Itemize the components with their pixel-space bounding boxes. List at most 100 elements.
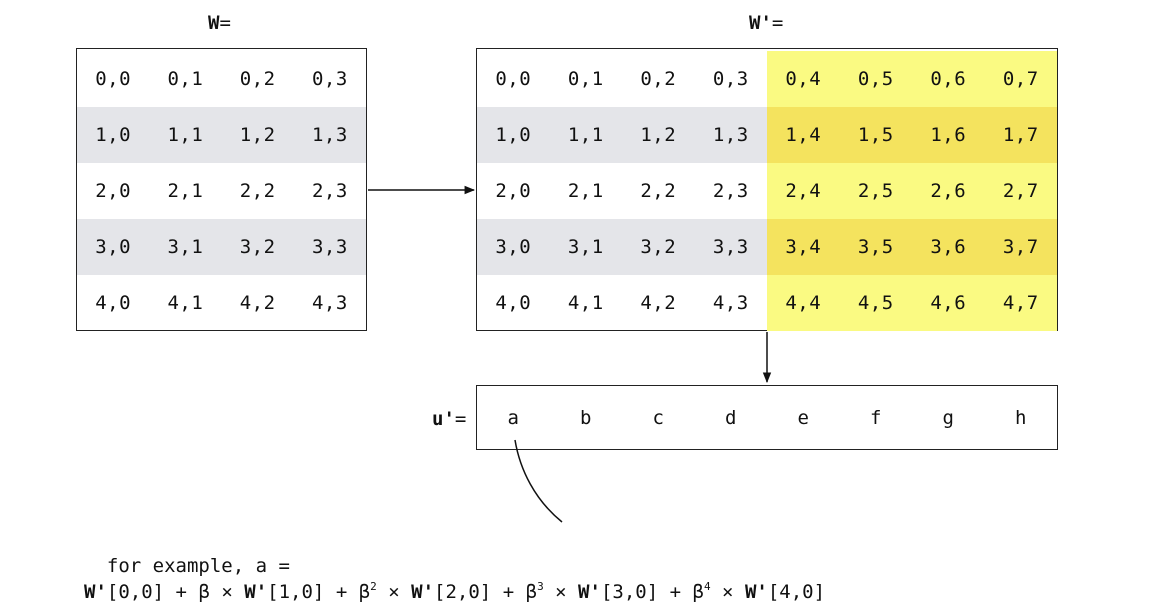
w-label-main: W	[208, 12, 220, 34]
beta-coefficient: β	[692, 581, 704, 603]
matrix-index: [0,0]	[106, 581, 165, 603]
matrix-ref: W'	[744, 581, 768, 603]
matrix-w-prime-cell-new: 3,6	[912, 219, 985, 275]
matrix-w-prime-cell: 3,0	[495, 236, 532, 258]
matrix-w-prime-cell-new: 0,4	[767, 51, 840, 107]
matrix-w-cell: 3,3	[311, 236, 348, 258]
matrix-w-cell: 4,3	[311, 292, 348, 314]
plus-sign: +	[335, 581, 348, 603]
matrix-w-prime-cell: 0,3	[712, 68, 749, 90]
matrix-w-cell: 0,3	[311, 68, 348, 90]
matrix-ref: W'	[244, 581, 268, 603]
beta-coefficient: β	[198, 581, 210, 603]
beta-coefficient: β	[525, 581, 538, 603]
matrix-ref: W'	[411, 581, 435, 603]
matrix-ref: W'	[578, 581, 601, 603]
vector-u-cell: f	[870, 407, 882, 429]
matrix-w-cell: 1,2	[239, 124, 276, 146]
matrix-w-row: 0,0 0,1 0,2 0,3	[77, 51, 366, 107]
matrix-w-prime-cell-new: 3,4	[767, 219, 840, 275]
wp-label-main: W'	[749, 12, 772, 34]
matrix-w-prime-cell-new: 2,4	[767, 163, 840, 219]
times-sign: ×	[388, 581, 400, 603]
matrix-w-cell: 1,3	[311, 124, 348, 146]
matrix-w-row: 4,0 4,1 4,2 4,3	[77, 275, 366, 331]
matrix-w-cell: 2,0	[95, 180, 132, 202]
example-formula: for example, a = W'[0,0] + β × W'[1,0] +…	[84, 527, 825, 605]
matrix-w-prime-cell-new: 4,6	[912, 275, 985, 331]
matrix-w-prime-cell-new: 4,5	[839, 275, 912, 331]
beta-coefficient: β	[358, 581, 371, 603]
times-sign: ×	[722, 581, 734, 603]
matrix-w-cell: 4,2	[239, 292, 276, 314]
beta-power: 4	[703, 580, 711, 593]
matrix-w-cell: 4,1	[167, 292, 204, 314]
matrix-w-prime-cell: 2,1	[567, 180, 604, 202]
matrix-w-cell: 0,1	[167, 68, 204, 90]
matrix-w-prime-cell: 1,2	[640, 124, 677, 146]
matrix-w-prime-cell: 0,1	[567, 68, 604, 90]
matrix-w-cell: 2,2	[239, 180, 276, 202]
matrix-w-prime-cell-new: 3,7	[984, 219, 1057, 275]
matrix-w-prime-cell: 2,0	[495, 180, 532, 202]
plus-sign: +	[175, 581, 187, 603]
matrix-w-prime-cell-new: 2,5	[839, 163, 912, 219]
u-vector-label: u'=	[432, 408, 466, 430]
wp-label-suffix: =	[771, 12, 784, 34]
w-label-suffix: =	[219, 12, 231, 34]
matrix-w-cell: 2,3	[311, 180, 348, 202]
matrix-w-prime-cell: 3,1	[567, 236, 604, 258]
example-prefix: for example, a =	[106, 555, 302, 577]
matrix-w-prime-cell-new: 3,5	[839, 219, 912, 275]
vector-u-cell: c	[652, 407, 664, 429]
matrix-w-cell: 2,1	[167, 180, 204, 202]
matrix-index: [4,0]	[767, 581, 826, 603]
matrix-w-prime-cell: 2,2	[640, 180, 677, 202]
beta-power: 2	[370, 580, 377, 593]
matrix-w-prime-cell-new: 4,7	[984, 275, 1057, 331]
matrix-w-cell: 1,1	[167, 124, 204, 146]
plus-sign: +	[502, 581, 515, 603]
matrix-w-row: 1,0 1,1 1,2 1,3	[77, 107, 366, 163]
matrix-w-prime-cell: 1,3	[712, 124, 749, 146]
times-sign: ×	[221, 581, 233, 603]
matrix-w-prime-cell-new: 2,7	[984, 163, 1057, 219]
matrix-index: [1,0]	[267, 581, 325, 603]
matrix-w-cell: 0,0	[95, 68, 132, 90]
matrix-w-prime-cell: 4,0	[495, 292, 532, 314]
vector-u-cell: b	[580, 407, 592, 429]
matrix-w-prime-cell: 0,2	[640, 68, 677, 90]
matrix-w-cell: 1,0	[95, 124, 132, 146]
matrix-w-prime-cell: 2,3	[712, 180, 749, 202]
matrix-w-prime-cell-new: 1,6	[912, 107, 985, 163]
matrix-w-prime-cell-new: 1,4	[767, 107, 840, 163]
matrix-w-prime-cell: 0,0	[495, 68, 532, 90]
times-sign: ×	[555, 581, 567, 603]
vector-u-cell: a	[507, 407, 519, 429]
vector-u-cell: g	[942, 407, 954, 429]
matrix-w-prime-cell-new: 1,7	[984, 107, 1057, 163]
matrix-w-prime-cell: 1,1	[567, 124, 604, 146]
vector-u-cell: h	[1015, 407, 1027, 429]
connectors	[368, 185, 772, 523]
matrix-w-prime-cell-new: 0,5	[839, 51, 912, 107]
vector-u-cell: e	[797, 407, 809, 429]
plus-sign: +	[669, 581, 682, 603]
matrix-w-prime-cell-new: 4,4	[767, 275, 840, 331]
matrix-w-prime-cell: 4,1	[567, 292, 604, 314]
matrix-w-prime-cell: 3,2	[640, 236, 677, 258]
matrix-w-cell: 4,0	[95, 292, 132, 314]
matrix-w-prime-cell: 4,2	[640, 292, 677, 314]
u-label-main: u'	[432, 408, 455, 430]
matrix-w-prime-cell-new: 0,6	[912, 51, 985, 107]
matrix-w-cell: 0,2	[239, 68, 276, 90]
matrix-ref: W'	[84, 581, 107, 603]
